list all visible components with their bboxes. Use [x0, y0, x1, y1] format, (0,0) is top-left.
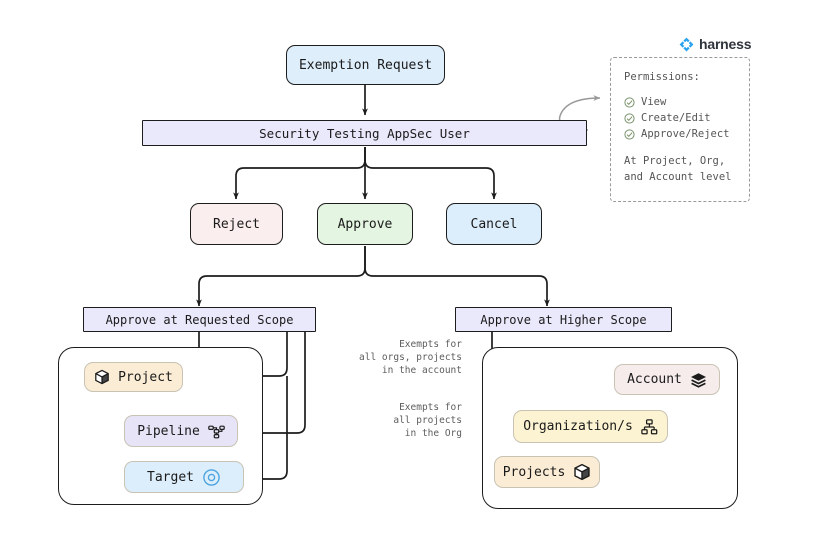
layers-stack-icon [690, 372, 707, 388]
node-organizations[interactable]: Organization/s [513, 410, 668, 443]
harness-wordmark: harness [699, 36, 752, 52]
projects-label: Projects [502, 464, 566, 480]
annotation-account-exempt: Exempts for all orgs, projects in the ac… [359, 339, 462, 376]
node-pipeline[interactable]: Pipeline [124, 415, 238, 447]
check-circle-icon [624, 128, 635, 140]
harness-brand: harness [679, 36, 751, 52]
target-label: Target [147, 469, 194, 485]
annotation-org-exempt: Exempts for all projects in the Org [393, 402, 462, 439]
permission-item: Approve/Reject [624, 126, 736, 142]
permissions-footer: At Project, Org, and Account level [624, 155, 732, 183]
node-approve-requested-scope[interactable]: Approve at Requested Scope [83, 307, 316, 332]
node-exemption-request[interactable]: Exemption Request [286, 45, 445, 85]
node-account[interactable]: Account [614, 364, 720, 395]
pipeline-nodes-icon [208, 424, 225, 439]
project-label: Project [118, 369, 173, 385]
cube-icon [94, 369, 110, 385]
permission-label: Approve/Reject [641, 128, 730, 140]
node-projects[interactable]: Projects [494, 456, 600, 488]
check-circle-icon [624, 96, 635, 108]
node-approve-higher-scope[interactable]: Approve at Higher Scope [455, 307, 672, 332]
permission-item: Create/Edit [624, 110, 736, 126]
permissions-heading: Permissions: [624, 71, 700, 83]
account-label: Account [627, 372, 682, 387]
node-reject[interactable]: Reject [190, 203, 283, 245]
approve-label: Approve [337, 216, 393, 232]
node-target[interactable]: Target [124, 461, 244, 493]
permissions-panel: Permissions: View Create/Edit Approve/Re… [610, 57, 750, 202]
node-approve[interactable]: Approve [317, 203, 413, 245]
node-cancel[interactable]: Cancel [446, 203, 542, 245]
reject-label: Reject [213, 216, 260, 232]
cube-icon [573, 463, 591, 481]
node-project[interactable]: Project [84, 362, 183, 392]
permission-label: Create/Edit [641, 112, 711, 124]
cancel-label: Cancel [470, 216, 518, 232]
check-circle-icon [624, 112, 635, 124]
org-chart-icon [641, 418, 658, 435]
target-circle-icon [202, 468, 221, 487]
permission-item: View [624, 94, 736, 110]
approve-higher-scope-label: Approve at Higher Scope [480, 312, 647, 327]
exemption-request-label: Exemption Request [298, 57, 433, 73]
pipeline-label: Pipeline [137, 423, 200, 439]
appsec-user-label: Security Testing AppSec User [259, 125, 470, 141]
node-appsec-user[interactable]: Security Testing AppSec User [142, 120, 587, 146]
harness-diamond-logo-icon [679, 37, 694, 52]
organizations-label: Organization/s [523, 419, 633, 434]
approve-requested-scope-label: Approve at Requested Scope [105, 312, 294, 327]
permission-label: View [641, 96, 667, 108]
